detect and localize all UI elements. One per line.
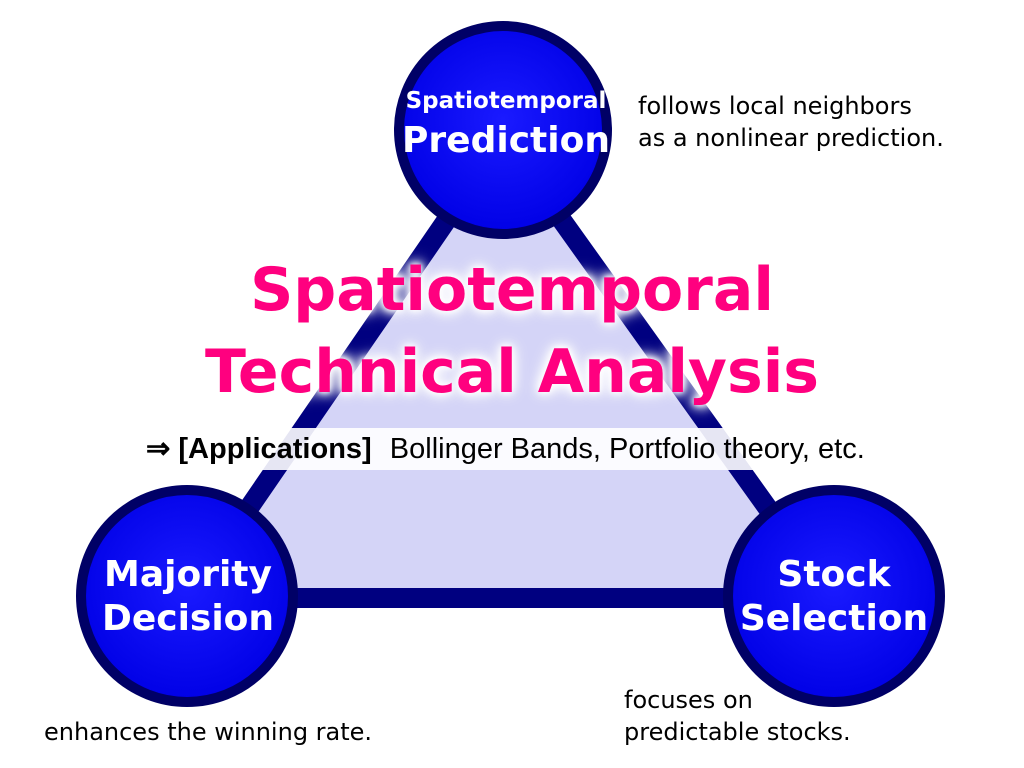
selection-note-line-1: focuses on [624,686,753,714]
applications-label: [Applications] [178,433,372,465]
majority-note-line-1: enhances the winning rate. [44,718,373,746]
selection-node-label-1: Stock [777,554,891,595]
selection-node: Stock Selection [723,485,945,707]
majority-node-label-1: Majority [104,554,272,595]
prediction-note: follows local neighbors as a nonlinear p… [638,90,944,154]
prediction-note-line-2: as a nonlinear prediction. [638,124,944,152]
majority-node: Majority Decision [76,485,298,707]
selection-note-line-2: predictable stocks. [624,718,851,746]
arrow-icon: ⇒ [146,433,171,465]
selection-note: focuses on predictable stocks. [624,684,851,748]
applications-line: ⇒ [Applications] Bollinger Bands, Portfo… [142,428,875,470]
selection-node-label-2: Selection [740,598,928,639]
prediction-circle [394,21,612,239]
majority-circle [76,485,298,707]
majority-node-label-2: Decision [102,598,274,639]
prediction-node-label-1: Spatiotemporal [406,88,607,114]
prediction-node: Spatiotemporal Prediction [394,21,612,239]
triangle-shape [177,128,842,608]
selection-circle [723,485,945,707]
title-line-1: Spatiotemporal [250,255,774,325]
prediction-node-label-2: Prediction [402,120,610,161]
prediction-note-line-1: follows local neighbors [638,92,912,120]
applications-text: Bollinger Bands, Portfolio theory, etc. [389,433,865,465]
majority-note: enhances the winning rate. [44,716,372,748]
title-line-2: Technical Analysis [204,337,820,407]
